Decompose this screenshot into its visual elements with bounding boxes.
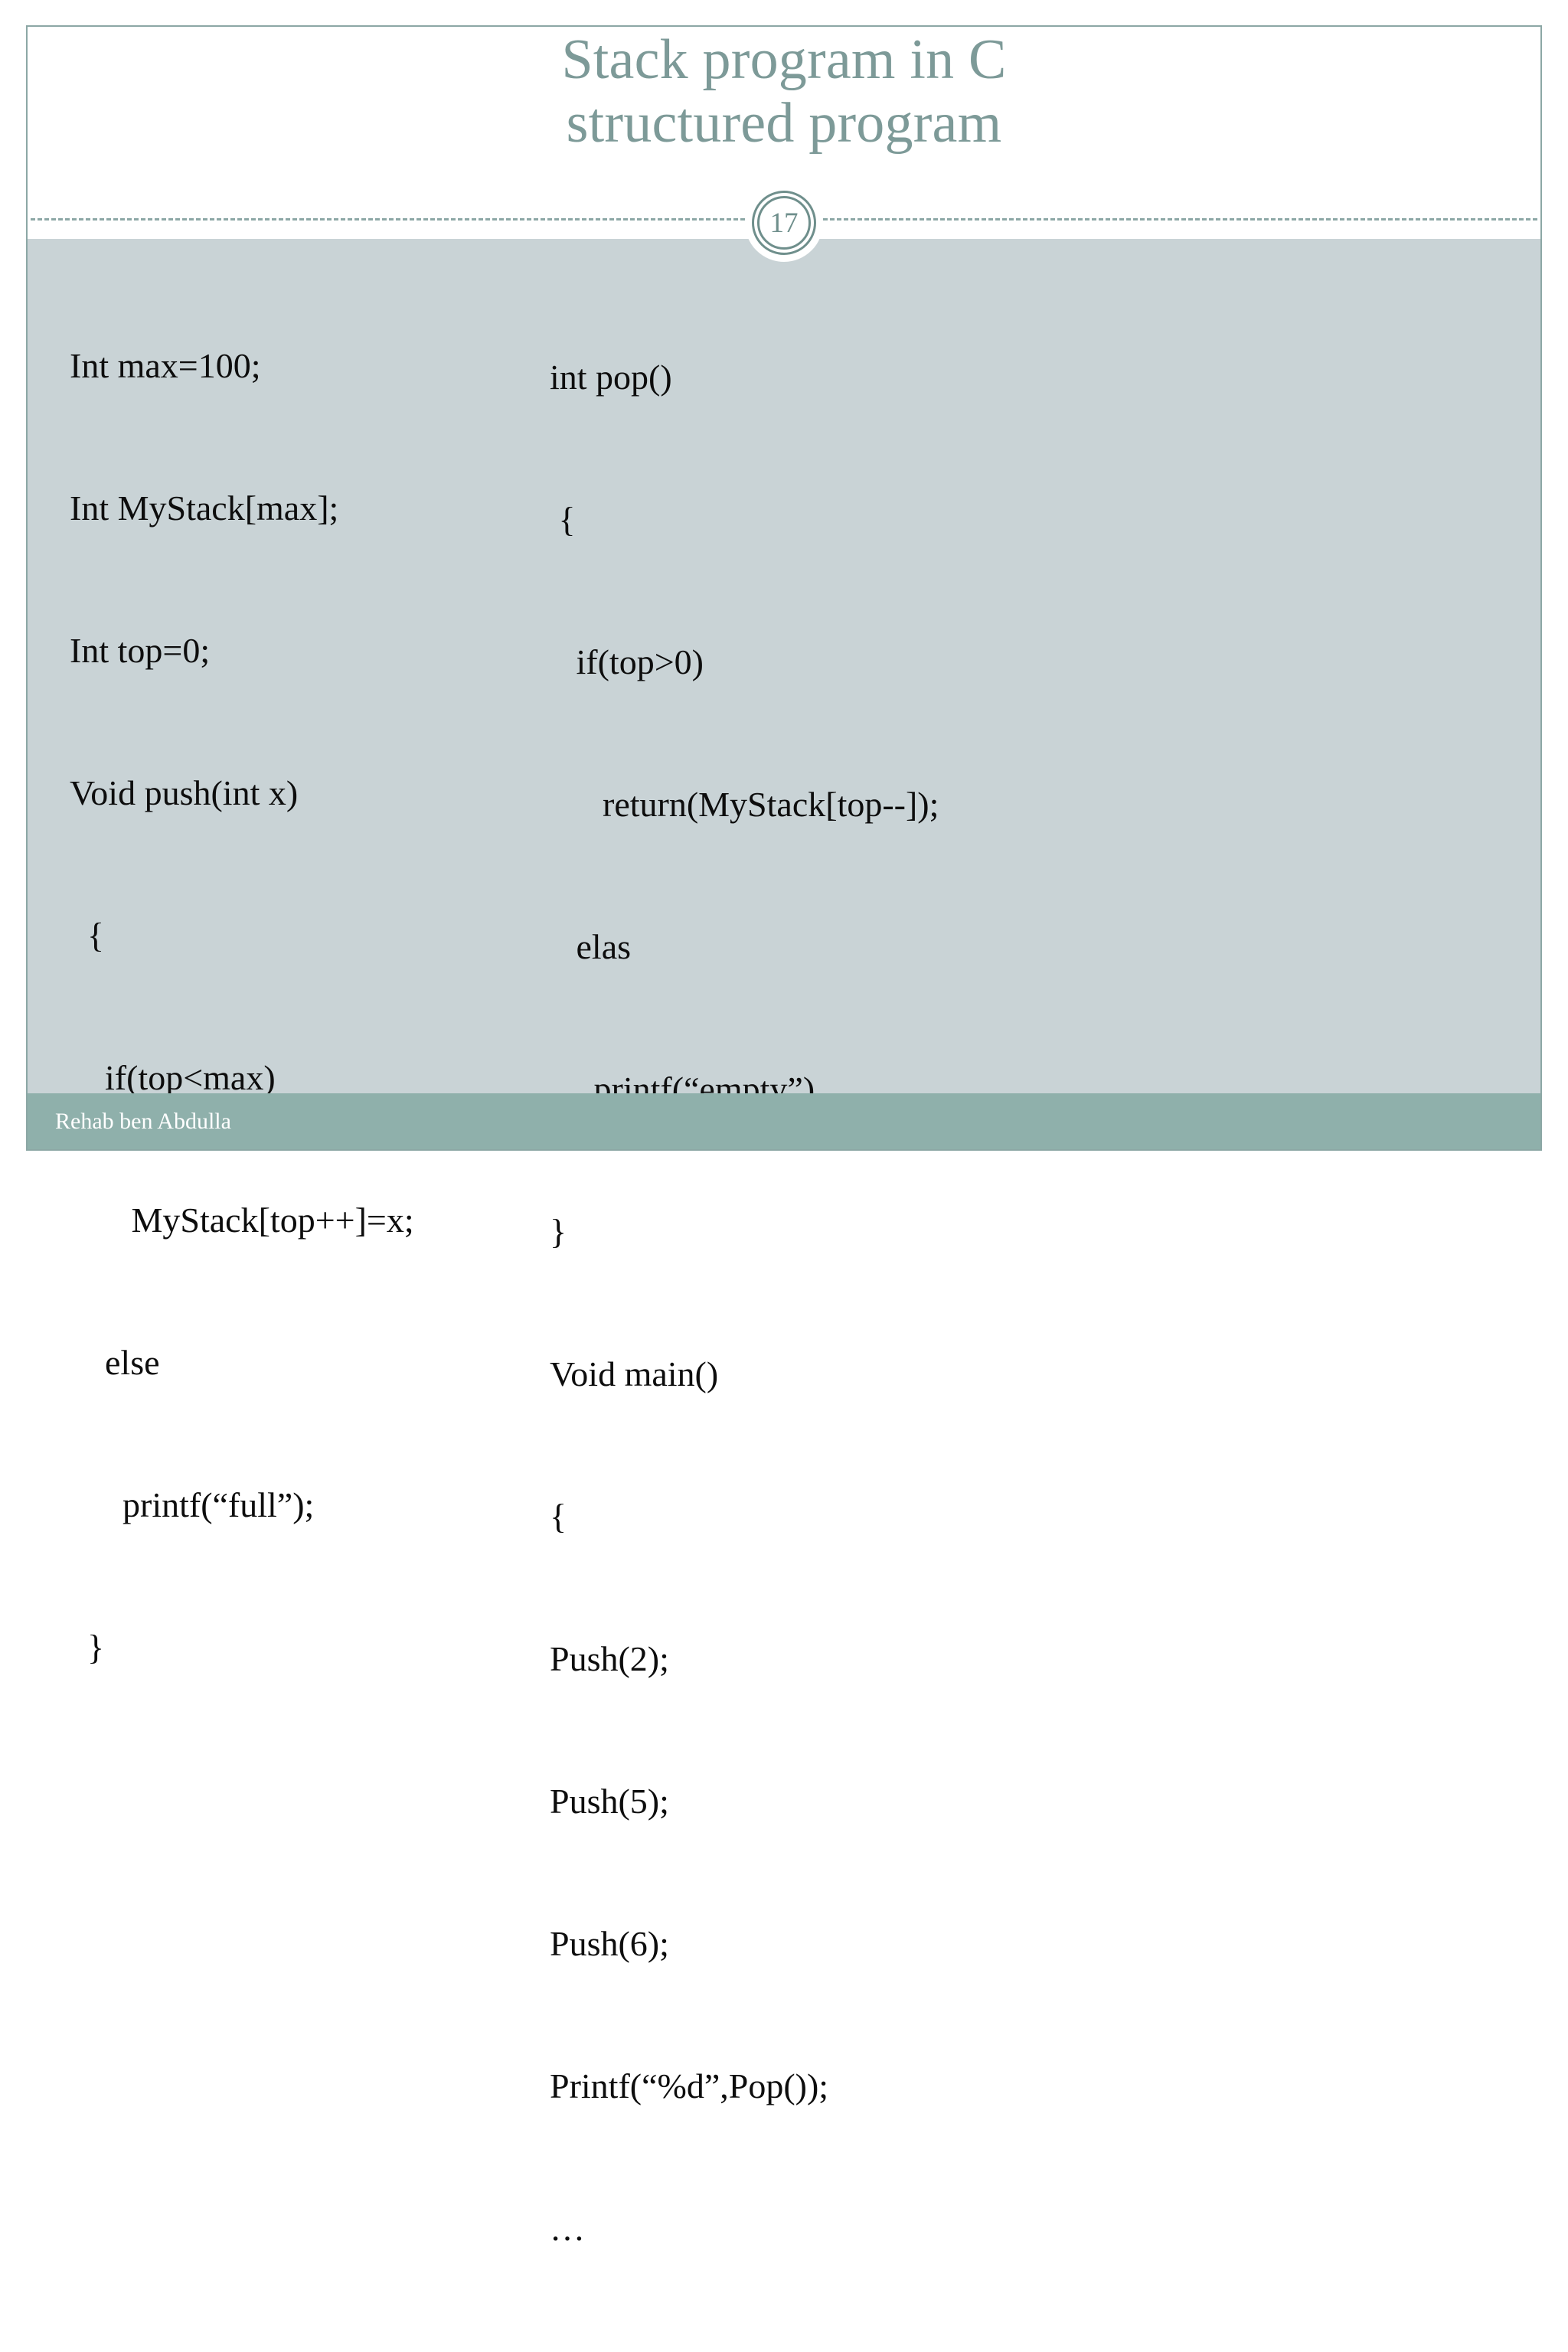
code-line: Push(5); [550,1782,669,1821]
footer-author-name: Rehab ben Abdulla [55,1108,231,1134]
code-line: } [550,1212,567,1251]
code-line: { [550,500,576,539]
code-line: Int top=0; [70,631,211,670]
slide-content-panel: Int max=100; Int MyStack[max]; Int top=0… [28,239,1540,2352]
slide-footer-bar: Rehab ben Abdulla [28,1093,1540,1149]
code-line: Void main() [550,1354,719,1393]
code-line: return(MyStack[top--]); [550,785,939,824]
code-line: Push(6); [550,1924,669,1963]
code-line: printf(“full”); [70,1485,315,1524]
code-column-right: int pop() { if(top>0) return(MyStack[top… [550,259,1239,2352]
code-line: { [550,1497,567,1536]
code-line: Int MyStack[max]; [70,488,339,528]
slide-canvas: Stack program in C structured program 17… [26,25,1542,2352]
code-line: Push(2); [550,1639,669,1678]
code-line: if(top>0) [550,642,704,681]
code-line: MyStack[top++]=x; [70,1200,414,1240]
code-line: elas [550,927,632,966]
code-line: { [70,916,105,955]
code-line: } [70,1628,105,1667]
title-line-2: structured program [566,91,1002,155]
page-number-badge: 17 [752,191,816,255]
code-line: if(top<max) [70,1058,276,1097]
title-line-1: Stack program in C [561,28,1007,91]
code-line: else [70,1343,160,1382]
code-column-left: Int max=100; Int MyStack[max]; Int top=0… [70,247,567,1766]
code-line: Int max=100; [70,346,261,385]
code-line: … [550,2209,585,2248]
code-line: Void push(int x) [70,773,299,812]
code-line: int pop() [550,358,672,397]
code-line: Printf(“%d”,Pop()); [550,2066,829,2105]
badge-inner-ring-icon [757,196,811,250]
badge-outer-ring-icon [752,191,816,255]
code-line: } [550,2347,1239,2352]
slide-title: Stack program in C structured program [28,27,1540,213]
page-number-text: 17 [769,207,799,239]
